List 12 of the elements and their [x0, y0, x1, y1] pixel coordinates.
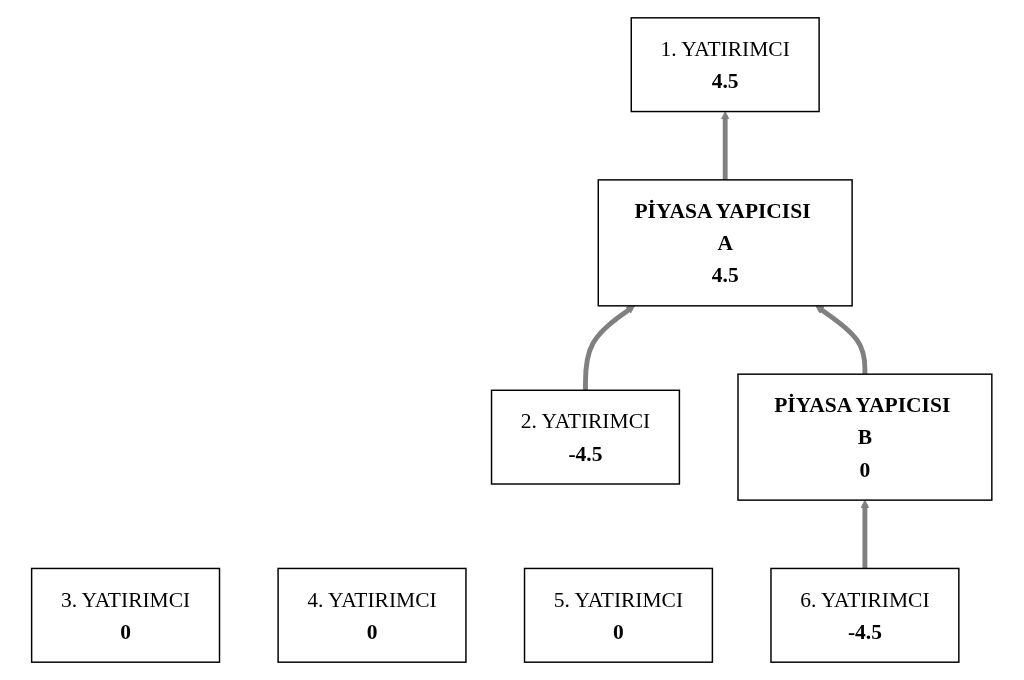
node-box: 5. YATIRIMCI 0	[524, 567, 714, 663]
node-box: 4. YATIRIMCI 0	[277, 567, 467, 663]
arrow	[815, 305, 868, 375]
node-box: 3. YATIRIMCI 0	[31, 567, 221, 663]
node-box: 1. YATIRIMCI 4.5	[630, 17, 821, 113]
node-box: 2. YATIRIMCI -4.5	[491, 389, 681, 485]
node-box: PİYASA YAPICISI B 0	[737, 373, 993, 501]
arrow	[721, 111, 730, 180]
arrow	[860, 499, 870, 569]
arrow	[583, 305, 636, 391]
node-box: PİYASA YAPICISI A 4.5	[597, 179, 854, 307]
node-box: 6. YATIRIMCI -4.5	[770, 567, 960, 663]
